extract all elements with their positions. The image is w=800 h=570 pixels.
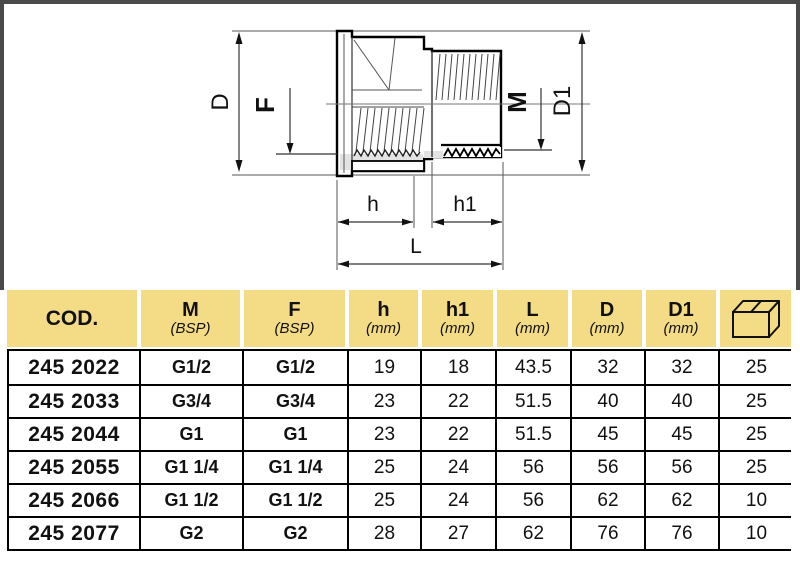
h1-value: 18: [420, 351, 495, 384]
leader-M: [504, 88, 552, 151]
d-value: 56: [570, 452, 644, 483]
label-F: F: [250, 97, 280, 113]
header-package: [716, 290, 791, 347]
male-thread-hatch: [435, 53, 501, 101]
f-value: G1/2: [242, 351, 347, 384]
bottom-wall: [351, 160, 425, 172]
socket-interior-lines: [352, 37, 422, 91]
table-row: 245 2033 G3/4 G3/4 23 22 51.5 40 40 25: [9, 384, 793, 417]
h1-value: 27: [420, 518, 495, 549]
label-D: D: [207, 93, 234, 110]
f-value: G3/4: [242, 386, 347, 417]
d-value: 45: [570, 419, 644, 450]
table-row: 245 2022 G1/2 G1/2 19 18 43.5 32 32 25: [9, 351, 793, 384]
label-L: L: [410, 235, 422, 258]
header-m: M (BSP): [137, 290, 240, 347]
table-row: 245 2044 G1 G1 23 22 51.5 45 45 25: [9, 417, 793, 450]
l-value: 56: [495, 485, 570, 516]
label-D1: D1: [549, 86, 576, 117]
header-cod: COD.: [7, 290, 137, 347]
dimensions-table: COD. M (BSP) F (BSP) h (mm) h1 (mm) L (m…: [7, 290, 793, 551]
m-value: G1/2: [139, 351, 242, 384]
label-h1: h1: [453, 193, 476, 216]
f-value: G1 1/4: [242, 452, 347, 483]
label-M: M: [502, 91, 532, 113]
d1-value: 62: [644, 485, 718, 516]
dimension-D1: [578, 32, 586, 172]
l-value: 51.5: [495, 386, 570, 417]
l-value: 56: [495, 452, 570, 483]
h1-value: 24: [420, 485, 495, 516]
m-value: G2: [139, 518, 242, 549]
table-row: 245 2077 G2 G2 28 27 62 76 76 10: [9, 516, 793, 549]
table-header-row: COD. M (BSP) F (BSP) h (mm) h1 (mm) L (m…: [7, 290, 791, 347]
m-value: G1: [139, 419, 242, 450]
female-thread-profile: [353, 148, 421, 158]
leader-F: [276, 88, 337, 155]
cod-value: 245 2055: [9, 452, 139, 483]
package-qty: 25: [718, 419, 793, 450]
d1-value: 40: [644, 386, 718, 417]
header-d1: D1 (mm): [642, 290, 716, 347]
header-h1: h1 (mm): [418, 290, 493, 347]
cod-value: 245 2077: [9, 518, 139, 549]
m-value: G1 1/2: [139, 485, 242, 516]
dimension-h: [338, 218, 413, 226]
header-h: h (mm): [345, 290, 418, 347]
l-value: 51.5: [495, 419, 570, 450]
h-value: 19: [347, 351, 420, 384]
h-value: 23: [347, 419, 420, 450]
package-qty: 10: [718, 518, 793, 549]
header-d: D (mm): [568, 290, 642, 347]
d-value: 76: [570, 518, 644, 549]
d-value: 40: [570, 386, 644, 417]
package-qty: 25: [718, 351, 793, 384]
l-value: 62: [495, 518, 570, 549]
cod-value: 245 2044: [9, 419, 139, 450]
male-thread-profile: [443, 147, 501, 158]
m-value: G3/4: [139, 386, 242, 417]
dimension-L: [338, 260, 502, 268]
table-row: 245 2055 G1 1/4 G1 1/4 25 24 56 56 56 25: [9, 450, 793, 483]
package-qty: 10: [718, 485, 793, 516]
package-qty: 25: [718, 386, 793, 417]
table-row: 245 2066 G1 1/2 G1 1/2 25 24 56 62 62 10: [9, 483, 793, 516]
h-value: 25: [347, 485, 420, 516]
d1-value: 45: [644, 419, 718, 450]
d1-value: 32: [644, 351, 718, 384]
construction-lines: [232, 30, 590, 176]
cod-value: 245 2022: [9, 351, 139, 384]
h-value: 23: [347, 386, 420, 417]
m-value: G1 1/4: [139, 452, 242, 483]
header-f: F (BSP): [240, 290, 345, 347]
h1-value: 24: [420, 452, 495, 483]
technical-drawing-panel: D D1 F M: [0, 0, 800, 290]
d1-value: 56: [644, 452, 718, 483]
f-value: G2: [242, 518, 347, 549]
dimension-h1: [433, 218, 502, 226]
f-value: G1: [242, 419, 347, 450]
d-value: 32: [570, 351, 644, 384]
d-value: 62: [570, 485, 644, 516]
dimension-D: [235, 32, 243, 172]
package-qty: 25: [718, 452, 793, 483]
h-value: 25: [347, 452, 420, 483]
female-thread-hatch: [352, 106, 425, 153]
header-l: L (mm): [493, 290, 568, 347]
h1-value: 22: [420, 419, 495, 450]
package-box-icon: [731, 299, 780, 338]
cod-value: 245 2066: [9, 485, 139, 516]
cod-value: 245 2033: [9, 386, 139, 417]
label-h: h: [367, 193, 379, 216]
h-value: 28: [347, 518, 420, 549]
h1-value: 22: [420, 386, 495, 417]
extension-lines: [336, 162, 504, 270]
fitting-drawing: D D1 F M: [207, 29, 590, 270]
d1-value: 76: [644, 518, 718, 549]
table-body: 245 2022 G1/2 G1/2 19 18 43.5 32 32 25 2…: [7, 349, 793, 551]
l-value: 43.5: [495, 351, 570, 384]
f-value: G1 1/2: [242, 485, 347, 516]
